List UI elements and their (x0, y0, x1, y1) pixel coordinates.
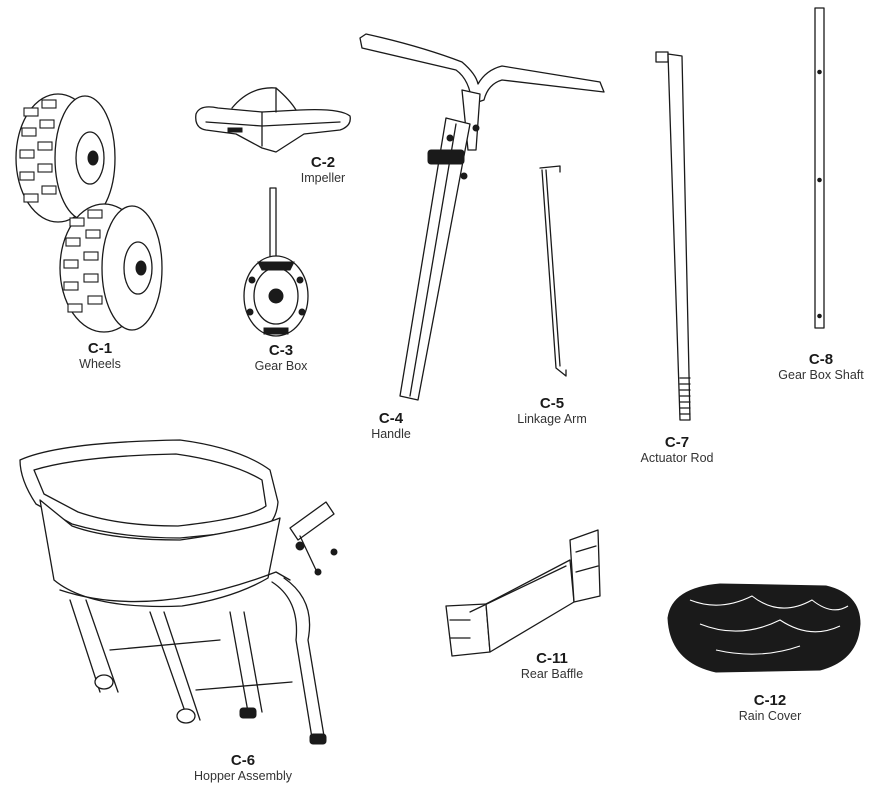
handle-icon (359, 33, 605, 401)
part-name: Impeller (300, 171, 346, 186)
wheels-icon (15, 93, 163, 333)
part-name: Hopper Assembly (194, 769, 292, 784)
part-code: C-4 (378, 410, 404, 427)
linkage-arm-icon (539, 165, 567, 377)
rain-cover-icon (667, 583, 861, 673)
part-label-c2: C-2 Impeller (253, 154, 393, 186)
part-name: Gear Box (254, 359, 308, 374)
part-code: C-11 (536, 650, 568, 667)
part-label-c6: C-6 Hopper Assembly (173, 752, 313, 784)
part-code: C-12 (753, 692, 787, 709)
part-label-c4: C-4 Handle (321, 410, 461, 442)
impeller-icon (195, 87, 351, 153)
gear-box-shaft-icon (814, 7, 825, 329)
part-name: Linkage Arm (517, 412, 587, 427)
part-label-c12: C-12 Rain Cover (700, 692, 840, 724)
hopper-assembly-icon (19, 439, 338, 745)
part-name: Rear Baffle (520, 667, 584, 682)
part-code: C-5 (539, 395, 565, 412)
part-label-c3: C-3 Gear Box (211, 342, 351, 374)
part-name: Rain Cover (738, 709, 802, 724)
part-name: Gear Box Shaft (778, 368, 864, 383)
part-name: Actuator Rod (640, 451, 714, 466)
part-code: C-2 (310, 154, 336, 171)
actuator-rod-icon (655, 51, 691, 421)
part-name: Handle (371, 427, 411, 442)
part-label-c1: C-1 Wheels (30, 340, 170, 372)
part-code: C-7 (664, 434, 690, 451)
part-label-c11: C-11 Rear Baffle (482, 650, 622, 682)
part-code: C-3 (268, 342, 294, 359)
gear-box-icon (243, 187, 309, 337)
part-code: C-1 (87, 340, 113, 357)
part-label-c7: C-7 Actuator Rod (607, 434, 747, 466)
part-label-c5: C-5 Linkage Arm (482, 395, 622, 427)
part-label-c8: C-8 Gear Box Shaft (751, 351, 875, 383)
part-name: Wheels (79, 357, 121, 372)
rear-baffle-icon (445, 529, 601, 657)
part-code: C-8 (808, 351, 834, 368)
part-code: C-6 (230, 752, 256, 769)
